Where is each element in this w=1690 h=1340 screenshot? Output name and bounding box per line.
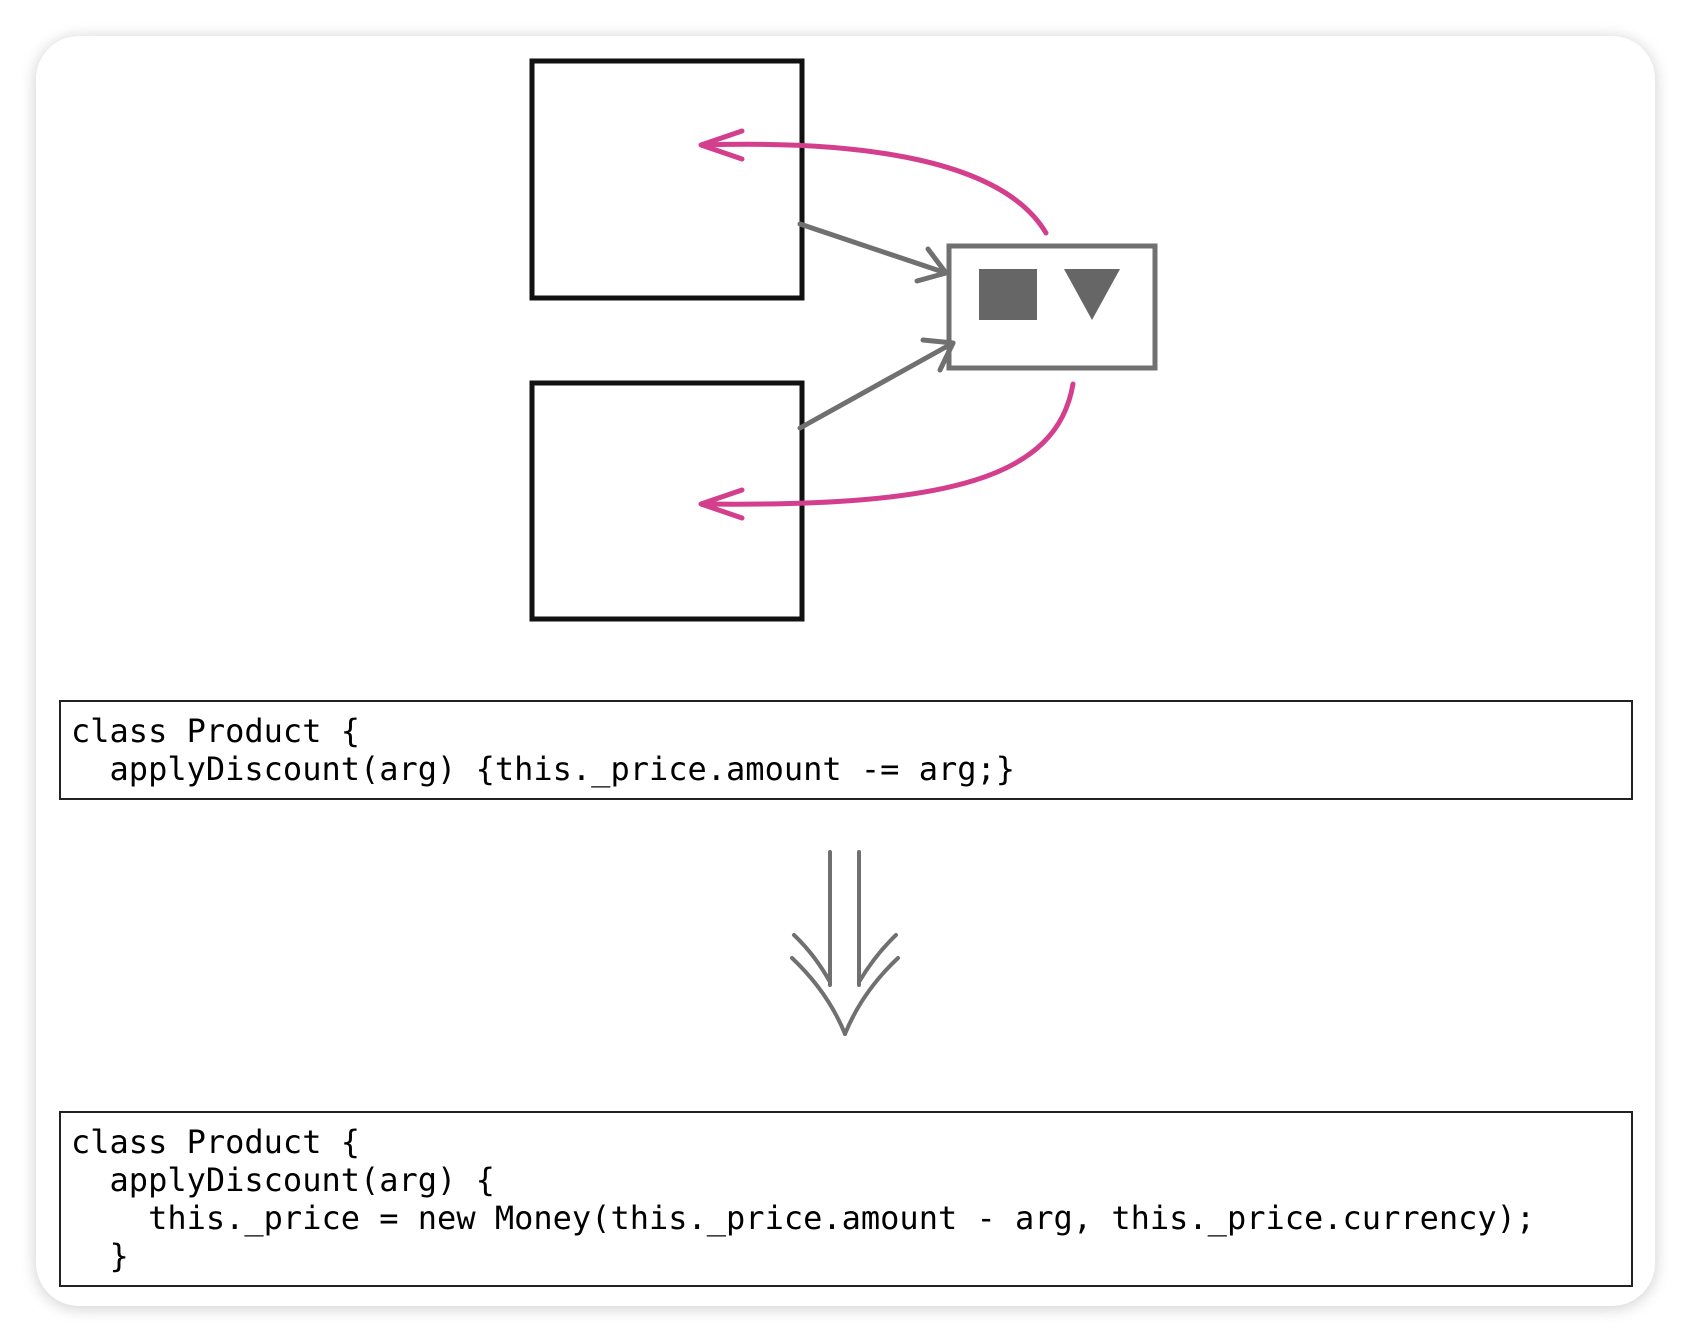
double-down-arrow-icon	[790, 850, 900, 1036]
reference-arrow-bottom	[797, 337, 956, 431]
reference-arrow-top	[797, 221, 949, 284]
code-line: class Product {	[71, 712, 360, 750]
value-copy-arrow-bottom	[698, 381, 1076, 521]
code-line: this._price = new Money(this._price.amou…	[71, 1199, 1536, 1237]
figure-card	[36, 36, 1655, 1306]
client-object-top	[529, 58, 805, 301]
code-line: applyDiscount(arg) {	[71, 1161, 495, 1199]
code-before-block: class Product { applyDiscount(arg) {this…	[59, 700, 1633, 800]
code-line: applyDiscount(arg) {this._price.amount -…	[71, 750, 1016, 788]
code-line: }	[71, 1237, 129, 1275]
client-object-bottom	[529, 380, 805, 622]
code-after-block: class Product { applyDiscount(arg) { thi…	[59, 1111, 1633, 1287]
code-line: class Product {	[71, 1123, 360, 1161]
triangle-down-icon	[1064, 269, 1120, 320]
value-copy-arrow-top	[698, 128, 1049, 236]
square-icon	[979, 269, 1037, 320]
